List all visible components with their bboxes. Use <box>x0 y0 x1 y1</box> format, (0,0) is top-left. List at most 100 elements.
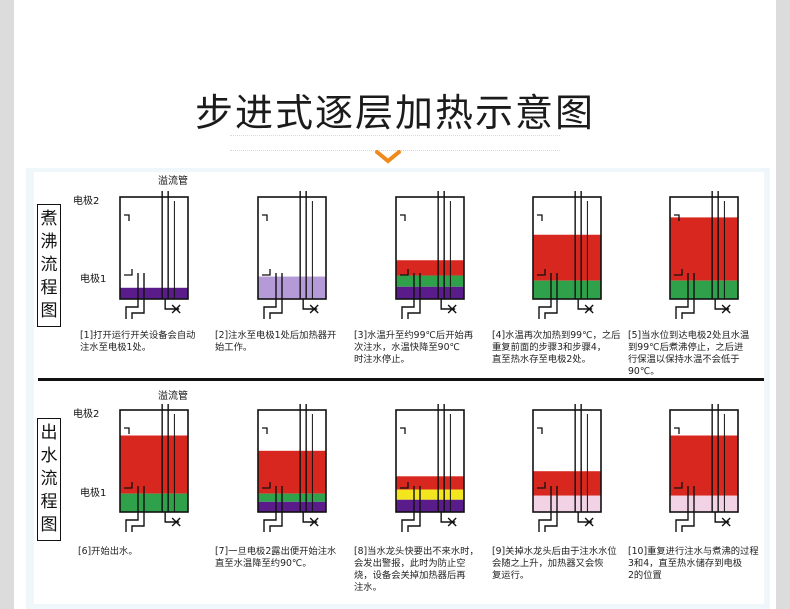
left-frame <box>0 0 14 609</box>
tank-7-inlet-pipe-outer <box>269 486 283 532</box>
tank-8-inlet-pipe <box>401 486 415 532</box>
subtitle-decoration <box>230 135 560 151</box>
tank-8-electrode1 <box>400 482 409 489</box>
tank-6-electrode2 <box>124 427 130 434</box>
tank-1-outlet-pipe <box>164 299 180 310</box>
tank-9-electrode2 <box>537 427 543 434</box>
tank-5-inlet-pipe-outer <box>681 273 695 319</box>
tank-8-outlet-pipe <box>440 512 456 523</box>
tank-4-water-layer-2 <box>533 280 601 299</box>
tank-10-electrode1 <box>674 482 683 489</box>
tank-8-body <box>395 409 465 513</box>
tank-1-water-layer-1 <box>120 287 188 299</box>
row1-electrode1-label: 电极1 <box>80 274 107 285</box>
tank-10-inlet-pipe-outer <box>681 486 695 532</box>
row1-side-label: 煮沸流程图 <box>37 204 61 327</box>
tank-7-water-layer-2 <box>258 493 326 502</box>
tank-2-water-layer-1 <box>258 276 326 299</box>
tank-8-valve-icon <box>447 517 457 527</box>
tank-7-body <box>257 409 327 513</box>
caption-9: [9]关掉水龙头后由于注水水位 会随之上升，加热器又会恢 复运行。 <box>492 546 617 581</box>
tank-1-valve-icon <box>171 304 181 314</box>
tank-8-inlet-pipe-outer <box>407 486 421 532</box>
tank-2-body <box>257 196 327 300</box>
caption-3: [3]水温升至约99℃后开始再 次注水，水温快降至90℃ 时注水停止。 <box>354 330 474 365</box>
tank-3-body <box>395 196 465 300</box>
tank-4-valve-icon <box>584 304 594 314</box>
caption-5: [5]当水位到达电极2处且水温 到99℃后煮沸停止，之后进 行保温以保持水温不会… <box>628 330 750 377</box>
row2-overflow-label: 溢流管 <box>158 391 188 402</box>
tank-5-valve-icon <box>721 304 731 314</box>
row1-overflow-label: 溢流管 <box>158 176 188 187</box>
tank-8-electrode2 <box>400 427 406 434</box>
tank-4-inlet-pipe <box>538 273 552 319</box>
caption-10: [10]重复进行注水与煮沸的过程 3和4，直至热水储存到电极 2的位置 <box>628 546 759 581</box>
row2-electrode2-label: 电极2 <box>73 409 100 420</box>
tank-8-water-layer-3 <box>396 499 464 512</box>
tank-3-electrode2 <box>400 214 406 221</box>
tank-6-inlet-pipe <box>125 486 139 532</box>
caption-7: [7]一旦电极2露出便开始注水 直至水温降至约90℃。 <box>215 546 337 569</box>
tank-6-water-layer-2 <box>120 493 188 512</box>
tank-9-inlet-pipe <box>538 486 552 532</box>
row2-electrode1-label: 电极1 <box>80 488 107 499</box>
tank-7-inlet-pipe <box>263 486 277 532</box>
tank-10-body <box>669 409 739 513</box>
tank-7-electrode1 <box>262 482 271 489</box>
tank-9-water-layer-2 <box>533 495 601 512</box>
tank-3-water-layer-2 <box>396 275 464 287</box>
tank-6-outlet-pipe <box>164 512 180 523</box>
row1-electrode2-label: 电极2 <box>73 196 100 207</box>
tank-6-water-layer-1 <box>120 435 188 494</box>
tank-5-water-layer-1 <box>670 217 738 281</box>
tank-5-outlet-pipe <box>714 299 730 310</box>
caption-6: [6]开始出水。 <box>78 546 138 557</box>
tank-8-water-layer-1 <box>396 476 464 490</box>
tank-3-outlet-pipe <box>440 299 456 310</box>
tank-10-water-layer-2 <box>670 495 738 512</box>
tank-10-outlet-pipe <box>714 512 730 523</box>
tank-9-inlet-pipe-outer <box>544 486 558 532</box>
tank-6-valve-icon <box>171 517 181 527</box>
tank-9-body <box>532 409 602 513</box>
tank-6-body <box>119 409 189 513</box>
tank-5-water-layer-2 <box>670 280 738 299</box>
tank-2-outlet-pipe <box>302 299 318 310</box>
tank-1-electrode1 <box>124 269 133 276</box>
tank-2-electrode1 <box>262 269 271 276</box>
tank-4-body <box>532 196 602 300</box>
tank-5-body <box>669 196 739 300</box>
tank-9-water-layer-1 <box>533 471 601 496</box>
tank-6-electrode1 <box>124 482 133 489</box>
tank-2-inlet-pipe <box>263 273 277 319</box>
tank-1-electrode2 <box>124 214 130 221</box>
tank-3-water-layer-3 <box>396 286 464 299</box>
tank-6-inlet-pipe-outer <box>131 486 145 532</box>
tank-5-inlet-pipe <box>675 273 689 319</box>
tank-9-outlet-pipe <box>577 512 593 523</box>
caption-1: [1]打开运行开关设备会自动 注水至电极1处。 <box>80 330 196 353</box>
tank-9-electrode1 <box>537 482 546 489</box>
tank-7-water-layer-3 <box>258 501 326 512</box>
tank-4-electrode1 <box>537 269 546 276</box>
tank-2-inlet-pipe-outer <box>269 273 283 319</box>
tank-2-valve-icon <box>309 304 319 314</box>
tank-3-electrode1 <box>400 269 409 276</box>
caption-2: [2]注水至电极1处后加热器开 始工作。 <box>215 330 337 353</box>
page-title: 步进式逐层加热示意图 <box>194 91 595 135</box>
row2-side-label: 出水流程图 <box>37 418 61 541</box>
tank-3-inlet-pipe-outer <box>407 273 421 319</box>
tank-10-valve-icon <box>721 517 731 527</box>
caption-8: [8]当水龙头快要出不来水时， 会发出警报，此时为防止空 烧，设备会关掉加热器后… <box>354 546 479 593</box>
tank-10-inlet-pipe <box>675 486 689 532</box>
tank-4-electrode2 <box>537 214 543 221</box>
tank-1-inlet-pipe <box>125 273 139 319</box>
section-divider <box>38 378 764 381</box>
tank-3-inlet-pipe <box>401 273 415 319</box>
tank-3-water-layer-1 <box>396 260 464 276</box>
tank-1-inlet-pipe-outer <box>131 273 145 319</box>
tank-4-outlet-pipe <box>577 299 593 310</box>
tank-8-water-layer-2 <box>396 489 464 500</box>
tank-4-water-layer-1 <box>533 234 601 281</box>
